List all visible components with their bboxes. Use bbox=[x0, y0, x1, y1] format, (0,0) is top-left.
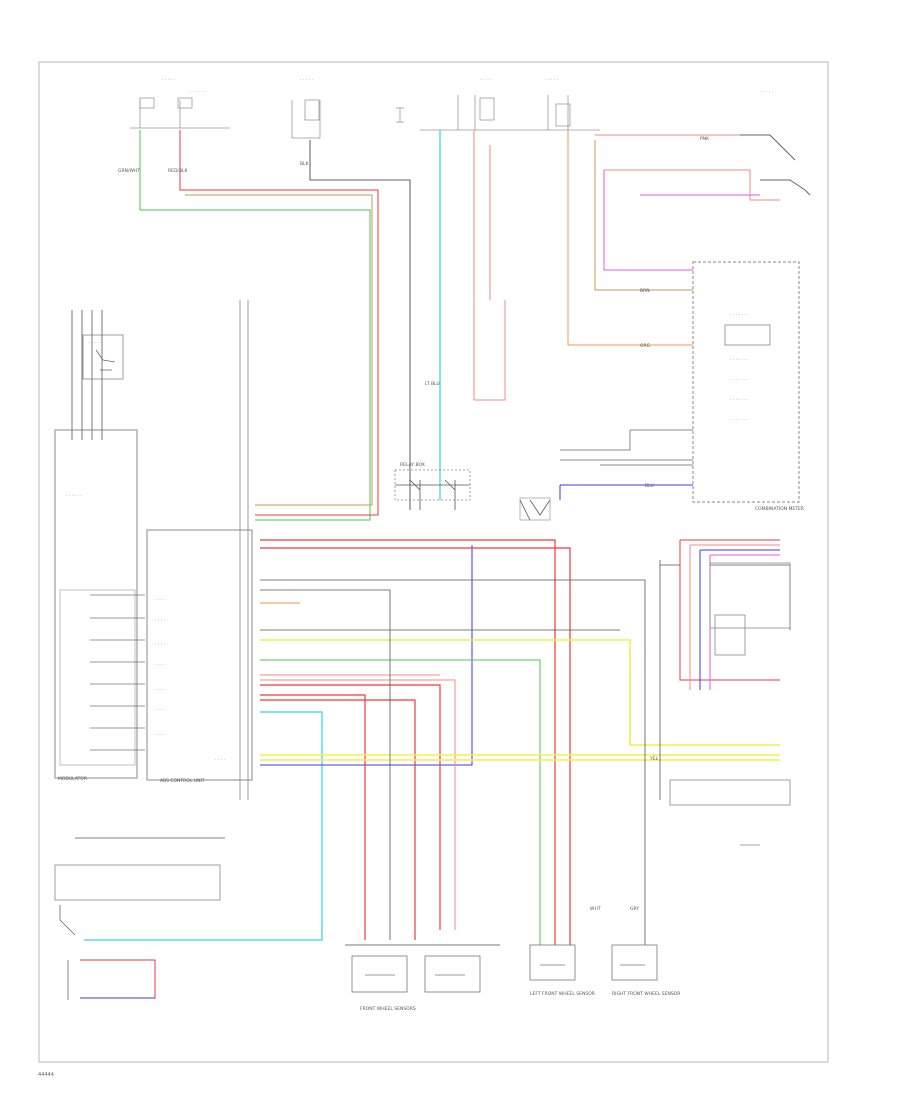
svg-text:. . . .: . . . . bbox=[155, 597, 165, 602]
svg-text:. . . .: . . . . bbox=[155, 732, 165, 737]
wire-black-gnd bbox=[309, 140, 411, 510]
abs-control-unit: ABS CONTROL UNIT . . . . . . . . . . . .… bbox=[146, 300, 253, 800]
control-unit-label: ABS CONTROL UNIT bbox=[160, 778, 205, 784]
rf-sensor-label: RIGHT FRONT WHEEL SENSOR bbox=[612, 991, 680, 997]
relay-box-center: RELAY BOX bbox=[394, 462, 551, 521]
bottom-sensors: FRONT WHEEL SENSORS LEFT FRONT WHEEL SEN… bbox=[345, 944, 680, 1012]
svg-text:. . . .: . . . . bbox=[215, 757, 225, 762]
svg-text:GRY: GRY bbox=[630, 906, 639, 912]
figure-code: 44444 bbox=[38, 1072, 54, 1078]
svg-text:. . . . .: . . . . . bbox=[300, 77, 313, 82]
svg-text:BLK: BLK bbox=[300, 161, 310, 167]
top-fuse-area bbox=[130, 95, 600, 139]
wire-gray-brake bbox=[560, 429, 693, 466]
svg-text:RED/BLK: RED/BLK bbox=[168, 168, 189, 174]
wire-green-ign bbox=[139, 130, 371, 521]
wire-red-fuse bbox=[179, 130, 379, 516]
wire-pink-relay bbox=[473, 130, 780, 401]
svg-text:ORG: ORG bbox=[640, 343, 651, 349]
wire-tan-gnd bbox=[185, 194, 373, 506]
combination-meter-label: COMBINATION METER bbox=[755, 506, 804, 512]
svg-text:LT BLU: LT BLU bbox=[425, 381, 440, 387]
modulator-label: MODULATOR bbox=[58, 776, 87, 782]
svg-text:GRN/WHT: GRN/WHT bbox=[118, 168, 140, 174]
svg-text:. . . . . . .: . . . . . . . bbox=[730, 417, 749, 422]
wire-right-connector bbox=[659, 539, 791, 800]
wire-pink-sensors bbox=[260, 674, 456, 930]
svg-text:. . . . .: . . . . . bbox=[88, 340, 101, 345]
wire-red-sensors bbox=[260, 539, 571, 945]
wire-color-labels: GRN/WHT RED/BLK BLK LT BLU ORG PNK BLU Y… bbox=[118, 136, 710, 912]
svg-text:. . . .: . . . . bbox=[155, 642, 165, 647]
front-sensor-label: FRONT WHEEL SENSORS bbox=[360, 1006, 416, 1012]
svg-text:. . . .: . . . . bbox=[155, 617, 165, 622]
svg-text:. . . . . . .: . . . . . . . bbox=[730, 357, 749, 362]
svg-text:. . . . .: . . . . . bbox=[545, 77, 558, 82]
svg-text:. . . .: . . . . bbox=[155, 707, 165, 712]
diagram-frame bbox=[38, 61, 829, 1063]
relay-box-label: RELAY BOX bbox=[400, 462, 425, 468]
svg-text:. . . .: . . . . bbox=[155, 662, 165, 667]
svg-text:. . . .: . . . . bbox=[155, 687, 165, 692]
top-labels: . . . . . . . . . . . . . . . . . . . . … bbox=[162, 77, 773, 94]
svg-text:. . . . . . .: . . . . . . . bbox=[730, 377, 749, 382]
svg-text:. . . . .: . . . . . bbox=[760, 89, 773, 94]
wire-blue-meter bbox=[260, 484, 693, 766]
wire-yellow bbox=[260, 639, 780, 761]
wire-green-sensors bbox=[260, 659, 541, 945]
svg-text:. . . . . .: . . . . . . bbox=[66, 493, 82, 498]
wire-orange-meter bbox=[260, 130, 693, 604]
bottom-left-circuit bbox=[54, 837, 225, 1000]
svg-text:. . . . . .: . . . . . . bbox=[190, 89, 206, 94]
svg-text:PNK: PNK bbox=[700, 136, 710, 142]
wire-cyan-top bbox=[84, 130, 441, 941]
svg-text:. . . .: . . . . bbox=[480, 77, 490, 82]
svg-text:BLU: BLU bbox=[645, 483, 654, 489]
svg-text:. . . . .: . . . . . bbox=[162, 77, 175, 82]
right-modules bbox=[669, 562, 791, 846]
svg-text:. . . . . . .: . . . . . . . bbox=[730, 312, 749, 317]
modulator: . . . . . MODULATOR . . . . . . bbox=[54, 310, 145, 782]
wire-magenta bbox=[603, 170, 760, 271]
svg-text:BRN: BRN bbox=[640, 288, 650, 294]
combination-meter: . . . . . . . . . . . . . . . . . . . . … bbox=[692, 261, 804, 512]
switch-top-right bbox=[740, 134, 811, 196]
svg-text:YEL: YEL bbox=[649, 756, 659, 762]
svg-text:. . . . . . .: . . . . . . . bbox=[730, 397, 749, 402]
svg-text:WHT: WHT bbox=[590, 906, 601, 912]
lf-sensor-label: LEFT FRONT WHEEL SENSOR bbox=[530, 991, 595, 997]
wire-tan-meter bbox=[594, 140, 693, 291]
